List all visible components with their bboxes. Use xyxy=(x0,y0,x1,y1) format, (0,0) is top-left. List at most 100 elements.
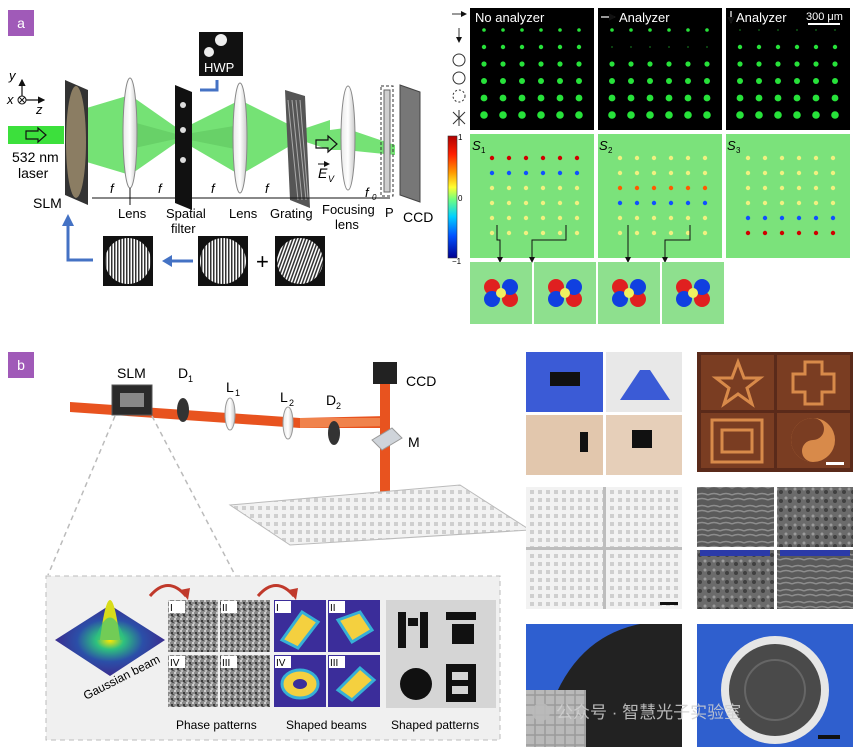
stokes-spot xyxy=(489,215,495,221)
spot xyxy=(627,111,635,119)
ccd-b-label: CCD xyxy=(406,373,436,389)
lens-2-label: Lens xyxy=(229,206,258,221)
focusing-lens xyxy=(340,85,356,191)
stokes-spot xyxy=(779,230,785,236)
stokes-spot xyxy=(617,170,623,176)
stokes-spot xyxy=(685,215,691,221)
stokes-spot xyxy=(702,200,708,206)
l1-label: L xyxy=(226,379,234,395)
analyzer-grids xyxy=(470,8,850,130)
d1-label: D xyxy=(178,365,188,381)
stokes-spot xyxy=(557,170,563,176)
stokes-spot xyxy=(813,215,819,221)
stokes-s2: S xyxy=(599,138,608,153)
lens-2 xyxy=(232,82,248,194)
stokes-spot xyxy=(796,185,802,191)
spot xyxy=(649,46,651,48)
polarizer-label: P xyxy=(385,205,394,220)
spot xyxy=(755,94,763,102)
stokes-spot xyxy=(745,200,751,206)
colorbar-mid: 0 xyxy=(458,194,463,203)
spot xyxy=(756,78,762,84)
spot xyxy=(481,44,487,50)
stokes-spot xyxy=(813,200,819,206)
stokes-spot xyxy=(574,185,580,191)
stokes-spot xyxy=(830,230,836,236)
colorbar-min: −1 xyxy=(452,257,462,266)
stokes-spot xyxy=(702,230,708,236)
stokes-spot xyxy=(702,185,708,191)
spot xyxy=(481,78,487,84)
l2-label: L xyxy=(280,389,288,405)
spot xyxy=(576,61,582,67)
spot xyxy=(684,111,692,119)
spot xyxy=(704,78,710,84)
plus-sign: + xyxy=(256,249,269,274)
stokes-spot xyxy=(813,185,819,191)
stokes-spot xyxy=(617,230,623,236)
panel-b: b SLM D 1 L 1 L 2 D 2 CCD M xyxy=(8,352,853,747)
stokes-spot xyxy=(830,155,836,161)
stokes-spot xyxy=(540,215,546,221)
spot xyxy=(557,44,563,50)
stokes-spot xyxy=(557,230,563,236)
diaphragm-1 xyxy=(177,398,189,422)
stokes-spot xyxy=(668,155,674,161)
spot xyxy=(500,61,506,67)
spot xyxy=(499,94,507,102)
stokes-spot xyxy=(702,170,708,176)
spot xyxy=(704,61,710,67)
stokes-spot xyxy=(685,155,691,161)
axes-indicator: y x z xyxy=(6,68,46,117)
stokes-spot xyxy=(779,185,785,191)
f0-sub: 0 xyxy=(372,193,377,202)
stokes-spot xyxy=(574,170,580,176)
stokes-spot xyxy=(745,215,751,221)
stokes-spot xyxy=(651,155,657,161)
spot xyxy=(537,94,545,102)
spot xyxy=(687,46,689,48)
slm-b-label: SLM xyxy=(117,365,146,381)
spot xyxy=(812,111,820,119)
stokes-spot xyxy=(830,185,836,191)
stokes-spot xyxy=(557,185,563,191)
spot xyxy=(481,61,487,67)
stokes-spot xyxy=(506,155,512,161)
d1-sub: 1 xyxy=(188,374,193,384)
spot xyxy=(774,94,782,102)
axis-y-label: y xyxy=(8,68,17,83)
stokes-spot xyxy=(668,230,674,236)
spot xyxy=(667,28,671,32)
zoom-arrow-icon xyxy=(529,225,567,263)
stokes-spot xyxy=(506,230,512,236)
l2-sub: 2 xyxy=(289,398,294,408)
stokes-spot xyxy=(617,155,623,161)
stokes-spot xyxy=(617,185,623,191)
ccd-a-label: CCD xyxy=(403,209,433,225)
spot xyxy=(482,28,486,32)
stokes-spot xyxy=(745,185,751,191)
stokes-spot xyxy=(702,215,708,221)
spot xyxy=(558,28,562,32)
polarization-symbols xyxy=(452,11,467,126)
spot xyxy=(519,44,525,50)
f-1: f xyxy=(110,181,115,196)
panel-a-label: a xyxy=(17,15,25,31)
panel-b-label-bg xyxy=(8,352,34,378)
spot xyxy=(575,94,583,102)
stokes-spot xyxy=(523,185,529,191)
lens-l2 xyxy=(282,406,294,440)
spot xyxy=(686,28,690,32)
roman-label: II xyxy=(222,603,228,614)
spot xyxy=(813,61,819,67)
grating xyxy=(285,90,310,208)
grating-label: Grating xyxy=(270,206,313,221)
roman-label: I xyxy=(276,603,279,614)
stokes-spot xyxy=(634,215,640,221)
stokes-spot xyxy=(745,170,751,176)
stokes-spot xyxy=(762,230,768,236)
spot xyxy=(646,111,654,119)
spot xyxy=(520,28,524,32)
stokes-spot xyxy=(813,170,819,176)
